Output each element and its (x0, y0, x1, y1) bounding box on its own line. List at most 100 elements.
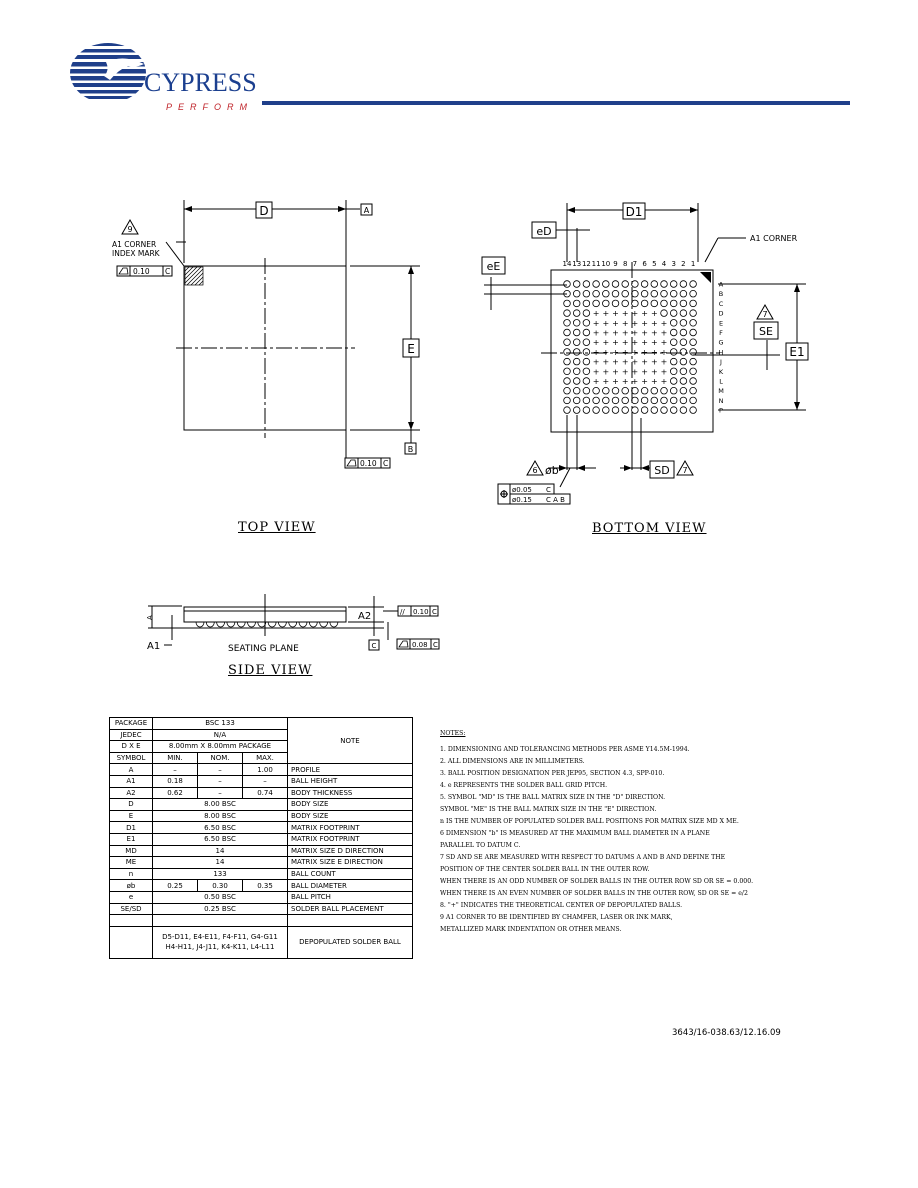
solder-ball (660, 396, 668, 405)
depopulated-ball-mark: + (612, 348, 619, 357)
solder-ball (582, 299, 591, 308)
logo-tagline: PERFORM (166, 102, 253, 112)
solder-ball (670, 396, 678, 405)
solder-ball (582, 280, 591, 288)
depopulated-ball-mark: + (602, 358, 609, 367)
note-9-marker: 9 (127, 225, 132, 234)
depopulated-ball-mark: + (632, 358, 639, 367)
package-value: BSC 133 (152, 717, 288, 730)
depopulated-ball-mark: + (661, 358, 668, 367)
table-row: E1 6.50 BSC MATRIX FOOTPRINT (109, 832, 413, 846)
solder-ball (689, 328, 697, 337)
pos-tol-1-datum: C (546, 486, 551, 494)
depopulated-ball-mark: + (602, 367, 609, 376)
depopulated-ball-mark: + (622, 338, 629, 347)
pos-tol-1: ø0.05 (512, 486, 532, 494)
table-row: A1 0.18 – – BALL HEIGHT (109, 774, 413, 788)
depopulated-ball-mark: + (612, 367, 619, 376)
solder-ball (621, 290, 629, 298)
bottom-a1-corner-label: A1 CORNER (750, 234, 798, 243)
column-label: 3 (671, 260, 675, 268)
depopulated-ball-mark: + (632, 329, 639, 338)
note-item: 7 SD AND SE ARE MEASURED WITH RESPECT TO… (440, 854, 726, 861)
side-par-datum: C (432, 608, 437, 616)
dim-sd-label: SD (654, 464, 669, 477)
solder-ball (670, 357, 678, 366)
solder-ball (602, 299, 610, 308)
parallel-icon: // (400, 608, 405, 616)
dimension-table: PACKAGE BSC 133 NOTE JEDEC N/A D X E 8.0… (109, 716, 413, 959)
depopulated-ball-mark: + (651, 338, 658, 347)
depopulated-ball-mark: + (651, 348, 658, 357)
solder-ball (582, 348, 591, 356)
solder-ball (650, 406, 658, 414)
solder-ball (631, 290, 639, 298)
depopulated-ball-mark: + (651, 309, 658, 318)
solder-ball (679, 338, 688, 346)
top-flat-tol-2: 0.10 (360, 459, 377, 468)
note-item: POSITION OF THE CENTER SOLDER BALL IN TH… (440, 866, 650, 873)
solder-ball (640, 387, 649, 395)
note-item: METALLIZED MARK INDENTATION OR OTHER MEA… (440, 926, 622, 933)
a1-corner-label: A1 CORNER (112, 240, 156, 249)
solder-ball (689, 290, 697, 298)
solder-ball (679, 348, 688, 356)
depopulated-ball-mark: + (612, 329, 619, 338)
solder-ball (573, 328, 581, 337)
solder-ball (689, 338, 697, 346)
solder-ball (582, 309, 591, 317)
solder-ball (640, 290, 649, 298)
solder-ball (689, 280, 697, 288)
solder-ball (573, 309, 581, 317)
solder-ball (611, 290, 620, 298)
col-nom: NOM. (197, 751, 243, 765)
solder-ball (592, 299, 600, 308)
solder-ball (660, 309, 668, 317)
solder-ball (582, 290, 591, 298)
note-item: SYMBOL "ME" IS THE BALL MATRIX SIZE IN T… (440, 806, 657, 813)
solder-ball (611, 396, 620, 405)
column-label: 4 (662, 260, 667, 268)
row-label: E (719, 319, 723, 327)
depopulated-ball-mark: + (641, 319, 648, 328)
dim-e-label: E (407, 342, 415, 356)
solder-ball (621, 406, 629, 414)
solder-ball (582, 319, 591, 327)
depopulated-ball-mark: + (641, 329, 648, 338)
solder-ball (660, 280, 668, 288)
solder-ball (679, 299, 688, 308)
row-label: P (719, 407, 723, 415)
globe-logo-icon (70, 43, 146, 99)
solder-ball (621, 387, 629, 395)
solder-ball (679, 290, 688, 298)
depopulated-ball-mark: + (661, 367, 668, 376)
top-view-title: TOP VIEW (238, 520, 316, 535)
note-item: 4. e REPRESENTS THE SOLDER BALL GRID PIT… (440, 782, 608, 789)
depopulated-ball-mark: + (622, 377, 629, 386)
depopulated-ball-mark: + (602, 377, 609, 386)
note-item: 9 A1 CORNER TO BE IDENTIFIED BY CHAMFER,… (440, 914, 673, 921)
depopulated-ball-mark: + (612, 338, 619, 347)
solder-ball (679, 406, 688, 414)
side-solder-ball (278, 621, 287, 628)
solder-ball (660, 299, 668, 308)
side-view-title: SIDE VIEW (228, 663, 313, 678)
solder-ball (573, 396, 581, 405)
solder-ball (563, 396, 571, 405)
top-flat-tol: 0.10 (133, 267, 150, 276)
note-item: 3. BALL POSITION DESIGNATION PER JEP95, … (440, 770, 665, 777)
table-row: e 0.50 BSC BALL PITCH (109, 890, 413, 904)
package-drawing: D A E B 9 A1 CORNER INDEX MARK 0.10 C 0.… (112, 200, 809, 654)
solder-ball (563, 367, 571, 375)
depopulated-ball-mark: + (632, 377, 639, 386)
solder-ball (602, 280, 610, 288)
solder-ball (640, 406, 649, 414)
solder-ball (573, 387, 581, 395)
pos-tol-2: ø0.15 (512, 496, 532, 504)
dim-ed-label: eD (536, 225, 551, 238)
solder-ball (563, 328, 571, 337)
solder-ball (602, 396, 610, 405)
solder-ball (582, 367, 591, 375)
solder-ball (592, 290, 600, 298)
